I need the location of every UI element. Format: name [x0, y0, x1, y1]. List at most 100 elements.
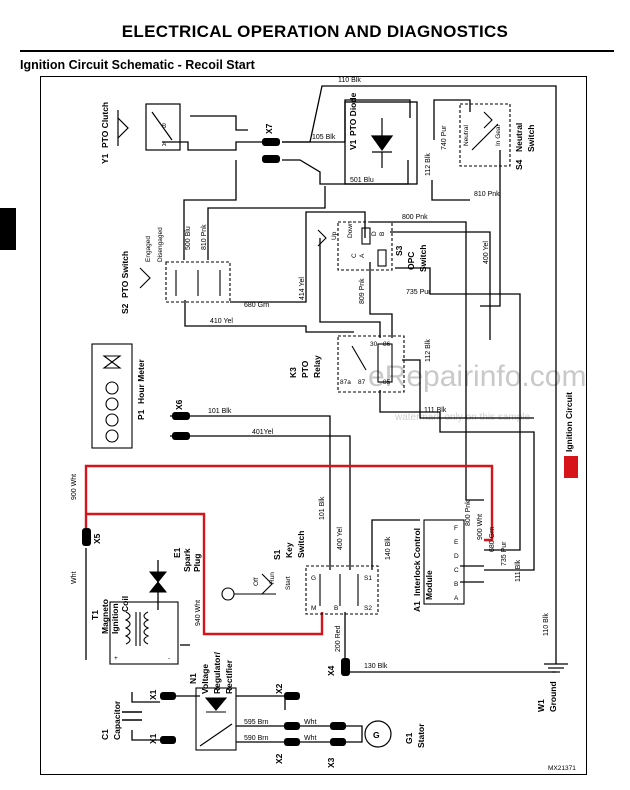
lbl-101blk-v: 101 Blk — [319, 496, 326, 520]
lbl-112blk-b: 112 Blk — [425, 339, 432, 362]
a1-interlock-module — [423, 519, 465, 605]
a1-pin-b: B — [454, 581, 458, 588]
k3-name-1: PTO — [300, 360, 310, 378]
x4-connector — [341, 658, 350, 676]
wires — [85, 85, 557, 743]
wire-x3-stator — [345, 725, 363, 743]
e1-name-1: Spark — [182, 548, 192, 572]
s1-name-1: Key — [284, 542, 294, 558]
lbl-105blk: 105 Blk — [312, 134, 336, 141]
red-900wht — [84, 464, 494, 542]
v1-pto-diode — [370, 118, 394, 168]
a1-pin-c: C — [454, 567, 459, 574]
wire-112blk-relay — [402, 359, 534, 419]
lbl-810pnk: 810 Pnk — [474, 191, 500, 198]
wire-labels: 110 Blk 105 Blk 501 Blu 740 Pur 112 Blk … — [71, 77, 550, 742]
wire-y1-b — [190, 115, 248, 131]
s2-pto-switch — [139, 261, 231, 303]
section-title: Ignition Circuit Schematic - Recoil Star… — [20, 58, 255, 72]
s1-pin-g: G — [311, 575, 316, 582]
lbl-wht-1: Wht — [304, 719, 317, 726]
lbl-112blk: 112 Blk — [425, 153, 432, 176]
y1-pin-a: A — [162, 141, 167, 148]
s1-pin-m: M — [311, 605, 316, 612]
n1-label: N1 — [188, 673, 198, 684]
n1-name-1: Voltage — [200, 664, 210, 694]
s4-label: S4 — [514, 159, 524, 170]
x2-label-a: X2 — [274, 683, 284, 694]
g1-stator — [364, 720, 392, 748]
wire-401yel — [170, 435, 351, 570]
lbl-590brn: 590 Brn — [244, 735, 269, 742]
figure-id: MX21371 — [548, 765, 576, 772]
lbl-680grn-a1: 680 Grn — [489, 527, 496, 552]
wire-400yel-s3 — [390, 231, 491, 340]
p1-label: P1 — [136, 409, 146, 420]
wire-410yel — [184, 300, 354, 333]
g1-label: G1 — [404, 732, 414, 744]
diode-box — [344, 101, 418, 185]
lbl-401yel: 401Yel — [252, 429, 274, 436]
c1-name: Capacitor — [112, 700, 122, 740]
s3-label: S3 — [394, 245, 404, 256]
wire-101blk-p1 — [170, 415, 331, 570]
s2-label: S2 — [120, 303, 130, 314]
s3-pin-c: C — [351, 253, 358, 258]
lbl-414yel: 414 Yel — [299, 277, 306, 300]
wire-501blu — [282, 159, 409, 185]
x2-label-b: X2 — [274, 753, 284, 764]
a1-pin-f: F — [454, 525, 458, 532]
y1-name: PTO Clutch — [100, 102, 110, 148]
s4-pos-in-gear: In Gear — [495, 123, 502, 146]
x7-connector — [262, 138, 280, 163]
k3-pin-30: 30 — [370, 341, 378, 348]
t1-label: T1 — [90, 610, 100, 620]
x7-label: X7 — [264, 123, 274, 134]
x5-connector — [82, 528, 91, 546]
legend-swatch — [564, 456, 578, 478]
x1-label-b: X1 — [148, 733, 158, 744]
e1-label: E1 — [172, 547, 182, 558]
x5-label: X5 — [92, 533, 102, 544]
a1-pin-d: D — [454, 553, 459, 560]
t1-name-1: Magneto — [100, 599, 110, 634]
lbl-wht-2: Wht — [304, 735, 317, 742]
k3-pin-86: 86 — [383, 341, 391, 348]
k3-name-2: Relay — [312, 355, 322, 378]
c1-capacitor — [122, 711, 142, 721]
lbl-410yel: 410 Yel — [210, 318, 233, 325]
a1-pin-a: A — [454, 595, 459, 602]
wire-140blk — [371, 519, 420, 570]
wire-800pnk — [370, 221, 484, 501]
s3-pos-up: Up — [331, 231, 338, 240]
lbl-900wht: 900 Wht — [71, 474, 78, 500]
lbl-110blk-v: 110 Blk — [543, 613, 550, 636]
s2-pos-disengaged: Disengaged — [157, 227, 164, 262]
x6-label: X6 — [174, 399, 184, 410]
k3-pin-85: 85 — [383, 379, 391, 386]
g1-name: Stator — [416, 723, 426, 748]
lbl-800pnk: 800 Pnk — [402, 214, 428, 221]
lbl-400yel: 400 Yel — [483, 241, 490, 264]
lbl-735pur: 735 Pur — [406, 289, 431, 296]
s3-pin-a: A — [359, 253, 366, 258]
wire-740pur — [433, 99, 471, 140]
wire-c1-b — [131, 730, 160, 741]
y1-label: Y1 — [100, 153, 110, 164]
s2-name: PTO Switch — [120, 251, 130, 298]
lbl-940wht: 940 Wht — [195, 600, 202, 626]
v1-label: V1 — [348, 139, 358, 150]
k3-pin-87: 87 — [358, 379, 366, 386]
s1-key-switch — [221, 565, 379, 615]
x6-connector — [172, 412, 190, 440]
wire-810pnk — [207, 186, 326, 260]
lbl-101blk: 101 Blk — [208, 408, 232, 415]
lbl-140blk: 140 Blk — [385, 536, 392, 560]
p1-name: Hour Meter — [136, 358, 146, 404]
page-title: ELECTRICAL OPERATION AND DIAGNOSTICS — [121, 22, 509, 41]
t1-name-3: Coil — [120, 596, 130, 612]
s4-name-2: Switch — [526, 125, 536, 152]
wire-735pur — [395, 267, 521, 551]
lbl-595brn: 595 Brn — [244, 719, 269, 726]
wire-809pnk — [369, 262, 393, 338]
